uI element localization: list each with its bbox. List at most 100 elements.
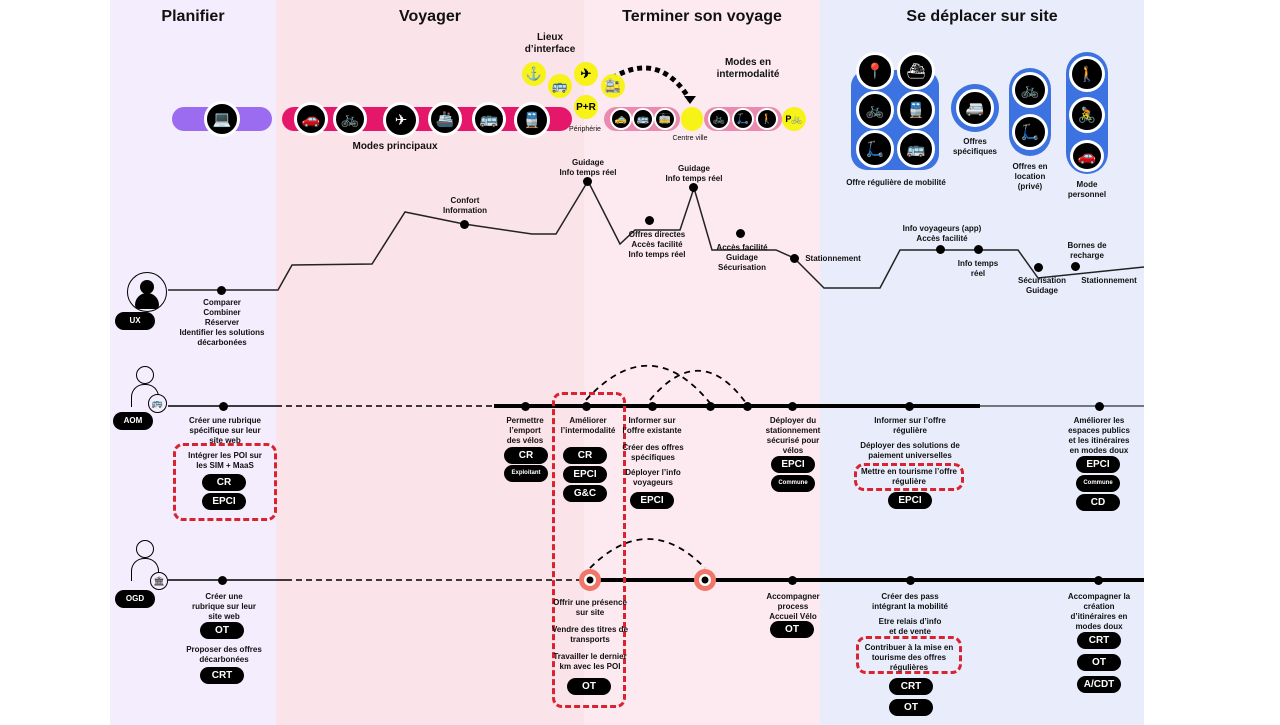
tag-pill: G&C: [563, 485, 607, 502]
aom-item-label: Créer une rubrique spécifique sur leur s…: [188, 416, 261, 445]
bicycle-icon: 🚲: [333, 102, 367, 136]
ux-point: [790, 254, 799, 263]
plane-hub-icon: ✈: [574, 62, 598, 86]
ogd-item-sub2: Travailler le dernier km avec les POI: [553, 652, 627, 671]
aom-highlight-box-2: [854, 463, 964, 491]
aom-bus-icon: 🚌: [148, 394, 167, 413]
tag-pill: OT: [889, 699, 933, 716]
ogd-item-label: Accompagner process Accueil Vélo: [766, 592, 820, 621]
aom-item-sub2: Déployer l’info voyageurs: [625, 468, 681, 487]
tag-pill: EPCI: [630, 492, 674, 509]
on-demand-icon: 📍: [856, 52, 894, 90]
tag-pill: OT: [770, 621, 814, 638]
walking-icon: 🚶: [756, 108, 778, 130]
ux-role-badge: UX: [115, 312, 155, 330]
tag-pill: OT: [1077, 654, 1121, 671]
ogd-item-sub1: Etre relais d’info et de vente: [878, 617, 942, 636]
offres-specifiques-label: Offres spécifiques: [952, 137, 997, 156]
ux-point: [736, 229, 745, 238]
ux-point: [583, 177, 592, 186]
tag-pill: Exploitant: [504, 465, 548, 482]
tag-pill: CR: [563, 447, 607, 464]
tag-pill: CRT: [1077, 632, 1121, 649]
ux-point-label: Guidage Info temps réel: [665, 164, 723, 183]
ux-point-label: Info voyageurs (app) Accès facilité: [902, 224, 982, 243]
personal-bicycle-icon: 🚴: [1069, 97, 1105, 133]
centre-ville-marker: [681, 107, 703, 131]
site-bike-share-icon: 🚲: [856, 91, 894, 129]
tram-icon: 🚋: [654, 108, 676, 130]
ux-point: [1034, 263, 1043, 272]
column-title-voyager: Voyager: [399, 8, 461, 25]
ux-point-label: Confort Information: [443, 196, 487, 215]
arc-arrow: [610, 65, 693, 102]
tag-pill: CR: [504, 447, 548, 464]
aom-item-label: Informer sur l’offre régulière: [874, 416, 946, 435]
tag-pill: A/CDT: [1077, 676, 1121, 693]
bus-stop-icon: 🚌: [548, 74, 572, 98]
rental-scooter-icon: 🛴: [1012, 114, 1048, 150]
aom-point: [788, 402, 797, 411]
aom-item-label: Améliorer l’intermodalité: [560, 416, 616, 435]
shuttle-icon: 🚐: [956, 89, 994, 127]
aom-item-sub: Intégrer les POI sur les SIM + MaaS: [188, 451, 262, 470]
ogd-highlight-box: [856, 636, 962, 674]
ogd-point: [906, 576, 915, 585]
ux-point-label: Info temps réel: [957, 259, 999, 278]
ux-point: [936, 245, 945, 254]
tag-pill: EPCI: [1076, 456, 1120, 473]
mode-personnel-label: Mode personnel: [1067, 180, 1107, 199]
ogd-item-label: Créer des pass intégrant la mobilité: [871, 592, 948, 611]
anchor-icon: ⚓: [522, 62, 546, 86]
aom-point: [582, 402, 591, 411]
lieux-interface-text: Lieux d’interface: [524, 32, 576, 55]
bike-parking-icon: P🚲: [782, 107, 806, 131]
column-title-site: Se déplacer sur site: [906, 8, 1058, 25]
ux-point-label: Offres directes Accès facilité Info temp…: [628, 230, 686, 259]
tag-pill: CR: [202, 474, 246, 491]
ogd-building-icon: 🏛: [150, 572, 168, 590]
aom-highlight-box-1: [173, 443, 277, 521]
ux-point: [974, 245, 983, 254]
train-icon: 🚆: [514, 102, 550, 138]
aom-item-sub2: Mettre en tourisme l’offre régulière: [860, 467, 957, 486]
ux-point-label: Comparer Combiner Réserver Identifier le…: [179, 298, 265, 347]
aom-point: [219, 402, 228, 411]
tag-pill: OT: [567, 678, 611, 695]
ux-avatar: [127, 272, 167, 312]
train-station-icon: 🚉: [601, 74, 625, 98]
aom-point: [743, 402, 752, 411]
aom-item-sub1: Créer des offres spécifiques: [622, 443, 684, 462]
tag-pill: CRT: [889, 678, 933, 695]
modes-principaux-label: Modes principaux: [352, 141, 438, 152]
aom-point: [521, 402, 530, 411]
highlight-box-intermodal: [552, 392, 626, 708]
tag-pill: EPCI: [202, 493, 246, 510]
ogd-arc: [589, 538, 706, 569]
lieux-interface-label: Lieux d’interface: [520, 32, 580, 56]
aom-point: [905, 402, 914, 411]
park-and-ride-icon: P+R: [574, 95, 598, 119]
ux-point: [1071, 262, 1080, 271]
offre-reguliere-label: Offre régulière de mobilité: [846, 178, 946, 187]
ogd-item-label: Offrir une présence sur site: [553, 598, 627, 617]
scooter-icon: 🛴: [732, 108, 754, 130]
bike-share-icon: 🚲: [708, 108, 730, 130]
ogd-item-sub: Proposer des offres décarbonées: [186, 645, 262, 664]
ogd-point: [218, 576, 227, 585]
ux-point-label: Stationnement: [805, 254, 861, 263]
aom-item-label: Informer sur l’offre existante: [622, 416, 682, 435]
ux-point-label: Bornes de recharge: [1067, 241, 1107, 260]
aom-item-label: Permettre l’emport des vélos: [506, 416, 544, 445]
aom-point: [706, 402, 715, 411]
peripherie-label: Périphérie: [569, 126, 601, 133]
ux-point-label: Stationnement: [1081, 276, 1137, 285]
ogd-item-sub1: Vendre des titres de transports: [551, 625, 629, 644]
ux-point-label: Sécurisation Guidage: [1017, 276, 1066, 295]
arc-arrow-head: [684, 96, 696, 104]
personal-car-icon: 🚗: [1070, 140, 1104, 172]
taxi-icon: 🚕: [610, 108, 632, 130]
aom-item-label: Améliorer les espaces publics et les iti…: [1068, 416, 1130, 455]
ogd-avatar: 🏛: [128, 540, 172, 590]
ogd-point: [788, 576, 797, 585]
